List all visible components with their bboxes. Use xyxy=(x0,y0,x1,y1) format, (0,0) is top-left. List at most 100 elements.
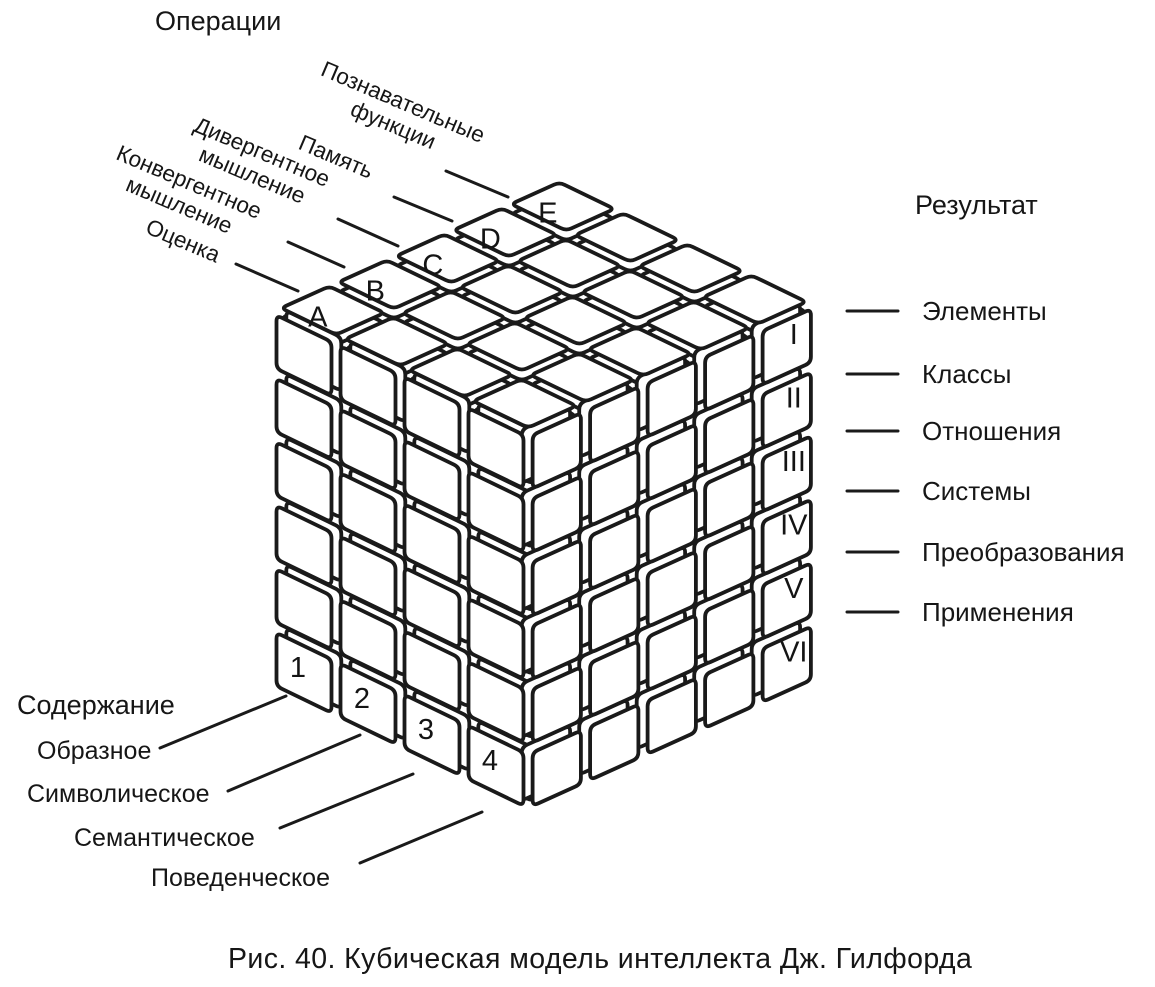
cube-top-cell xyxy=(339,259,442,310)
cube-right-cell xyxy=(588,386,641,463)
cube-top-cell xyxy=(467,321,570,372)
cube-front-cell xyxy=(466,598,526,679)
cube-front-cell xyxy=(466,662,526,743)
content-label-1: Образное xyxy=(37,737,152,765)
content-leader-line xyxy=(158,694,288,750)
cube-front-cell xyxy=(274,569,334,650)
cube-front-cell xyxy=(402,567,462,648)
right-face-numeral: II xyxy=(786,382,802,414)
cube-right-cell xyxy=(588,577,641,654)
cube-top-cell xyxy=(646,300,749,351)
front-face-number: 4 xyxy=(482,745,498,777)
cube-top-cell xyxy=(588,326,691,377)
cube-right-cell xyxy=(703,652,756,729)
cube-right-cell xyxy=(703,398,756,475)
leader-lines xyxy=(158,169,900,865)
content-label-3: Семантическое xyxy=(74,824,255,852)
cube-front-cell xyxy=(338,663,398,744)
cube-top-cell xyxy=(524,295,627,346)
cube-front-cell xyxy=(466,408,526,489)
cube-front-cell xyxy=(274,632,334,713)
content-leader-line xyxy=(226,733,362,793)
product-label-IV: Системы xyxy=(922,476,1031,506)
front-face-number: 2 xyxy=(354,683,370,715)
cube-top-cell xyxy=(575,212,678,263)
cube-right-cell xyxy=(703,525,756,602)
cube-front-cell xyxy=(274,378,334,459)
content-axis-title: Содержание xyxy=(17,690,175,720)
cube-right-cell xyxy=(760,562,813,639)
product-label-III: Отношения xyxy=(922,416,1062,446)
cube-right-cell xyxy=(760,435,813,512)
cube-front-cell xyxy=(402,440,462,521)
cube-right-cell xyxy=(703,461,756,538)
top-face-letter: E xyxy=(538,198,557,230)
operation-leader-line xyxy=(444,169,510,199)
right-face-numeral: I xyxy=(790,319,798,351)
right-face-numeral: III xyxy=(782,446,806,478)
cube-right-cell xyxy=(530,730,583,807)
cube-top-cell xyxy=(454,207,557,258)
cube-front-cell xyxy=(466,471,526,552)
content-label-4: Поведенческое xyxy=(151,864,330,892)
cube-right-cell xyxy=(760,626,813,703)
right-face-numeral: IV xyxy=(780,509,808,541)
cube-top-cell xyxy=(345,316,448,367)
cube-right-cell xyxy=(645,678,698,755)
right-face-numeral: V xyxy=(784,573,804,605)
cube-right-cell xyxy=(703,588,756,665)
cube-right-cell xyxy=(645,551,698,628)
cube-top-cell xyxy=(409,347,512,398)
cube-top-cell xyxy=(473,378,576,429)
product-label-V: Преобразования xyxy=(922,537,1125,567)
right-face-numeral: VI xyxy=(780,636,807,668)
cube-front-cell xyxy=(466,725,526,806)
product-label-II: Классы xyxy=(922,359,1012,389)
cube-blocks xyxy=(274,181,813,807)
top-face-letter: C xyxy=(422,250,443,282)
cube-front-cell xyxy=(402,694,462,775)
cube-front-cell xyxy=(338,346,398,427)
cube-top-cell xyxy=(703,274,806,325)
cube-top-cell xyxy=(460,264,563,315)
cube-top-cell xyxy=(582,269,685,320)
cube-front-cell xyxy=(338,409,398,490)
cube-front-cell xyxy=(274,315,334,396)
operation-leader-line xyxy=(234,262,300,293)
operation-leader-line xyxy=(286,240,346,269)
cube-right-cell xyxy=(760,372,813,449)
top-face-letter: D xyxy=(480,224,501,256)
cube-right-cell xyxy=(530,476,583,553)
content-label-2: Символическое xyxy=(27,780,210,808)
product-label-VI: Применения xyxy=(922,597,1074,627)
top-face-letter: B xyxy=(366,276,385,308)
top-face-letter: A xyxy=(308,302,328,334)
cube-top-cell xyxy=(281,285,384,336)
operations-axis-title: Операции xyxy=(155,6,282,36)
cube-front-cell xyxy=(402,377,462,458)
cube-right-cell xyxy=(760,308,813,385)
figure-caption: Рис. 40. Кубическая модель интеллекта Дж… xyxy=(228,943,973,975)
operation-leader-line xyxy=(392,195,454,223)
cube-right-cell xyxy=(588,513,641,590)
cube-right-cell xyxy=(530,666,583,743)
cube-top-cell xyxy=(639,243,742,294)
cube-front-cell xyxy=(338,536,398,617)
cube-front-cell xyxy=(274,505,334,586)
cube-front-cell xyxy=(402,504,462,585)
cube-top-cell xyxy=(531,352,634,403)
front-face-number: 3 xyxy=(418,714,434,746)
cube-right-cell xyxy=(703,334,756,411)
product-label-I: Элементы xyxy=(922,296,1047,326)
cube-right-cell xyxy=(760,499,813,576)
cube-right-cell xyxy=(588,704,641,781)
cube-front-cell xyxy=(402,631,462,712)
cube-right-cell xyxy=(645,424,698,501)
result-axis-title: Результат xyxy=(915,190,1038,220)
cube-front-cell xyxy=(274,442,334,523)
cube-right-cell xyxy=(530,539,583,616)
operation-leader-line xyxy=(336,217,400,248)
cube-right-cell xyxy=(530,412,583,489)
